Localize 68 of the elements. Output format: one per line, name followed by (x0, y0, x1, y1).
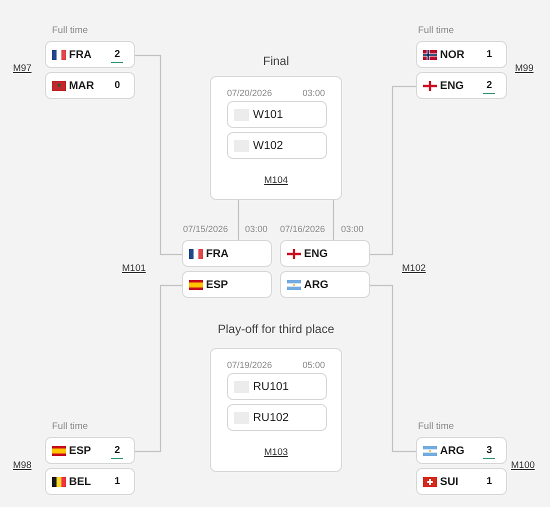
score: 1 (485, 476, 493, 489)
team-code: ARG (440, 445, 464, 457)
team-code: ESP (206, 279, 228, 291)
kickoff-time: 05:00 (302, 360, 325, 371)
team-row (182, 240, 272, 267)
team-code: NOR (440, 49, 464, 61)
team-row (280, 240, 370, 267)
team-slot (227, 404, 327, 431)
team-code: ESP (69, 445, 92, 457)
team-code: ENG (304, 248, 328, 260)
round-title: Final (263, 54, 289, 69)
team-code: W101 (253, 109, 284, 122)
team-row (182, 271, 272, 298)
team-code: SUI (440, 476, 458, 488)
team-row (45, 468, 135, 495)
kickoff-time: 03:00 (341, 224, 364, 235)
bracket-line (238, 200, 240, 240)
team-slot (227, 373, 327, 400)
score: 1 (113, 476, 121, 489)
kickoff-time: 03:00 (245, 224, 268, 235)
bracket-line (370, 284, 416, 452)
bracket-line (370, 86, 416, 256)
team-code: RU101 (253, 381, 289, 394)
team-row (416, 41, 507, 68)
match-link: M103 (264, 447, 288, 458)
match-date: 07/20/2026 (227, 88, 272, 99)
match-date: 07/16/2026 (280, 224, 326, 235)
team-code: W102 (253, 140, 284, 153)
kickoff-time: 03:00 (302, 88, 325, 99)
team-row (416, 72, 507, 99)
team-row (45, 437, 135, 464)
team-slot (227, 101, 327, 128)
match-link: M98 (13, 460, 32, 471)
team-code: MAR (69, 80, 94, 92)
team-row (416, 468, 507, 495)
team-row (45, 72, 135, 99)
round-title: Play-off for third place (218, 322, 334, 337)
match-status: Full time (418, 421, 454, 432)
match-status: Full time (418, 25, 454, 36)
match-link: M101 (122, 263, 146, 274)
match-link: M97 (13, 63, 32, 74)
team-code: BEL (69, 476, 91, 488)
match-link: M99 (515, 63, 534, 74)
match-link: M104 (264, 175, 288, 186)
match-link: M102 (402, 263, 426, 274)
team-code: RU102 (253, 412, 289, 425)
score: 2 (483, 80, 495, 94)
score: 3 (483, 445, 495, 459)
match-date: 07/15/2026 (183, 224, 228, 235)
team-code: FRA (206, 248, 229, 260)
score: 1 (485, 49, 493, 62)
match-status: Full time (52, 25, 88, 36)
team-row (280, 271, 370, 298)
team-code: FRA (69, 49, 92, 61)
team-row (416, 437, 507, 464)
score: 0 (113, 80, 121, 93)
match-date: 07/19/2026 (227, 360, 272, 371)
bracket-line (135, 54, 182, 256)
score: 2 (111, 445, 123, 459)
team-code: ENG (440, 80, 464, 92)
bracket-line (135, 284, 182, 452)
team-code: ARG (304, 279, 328, 291)
match-status: Full time (52, 421, 88, 432)
bracket-line (332, 200, 334, 240)
score: 2 (111, 49, 123, 63)
team-row (45, 41, 135, 68)
team-slot (227, 132, 327, 159)
match-link: M100 (511, 460, 535, 471)
